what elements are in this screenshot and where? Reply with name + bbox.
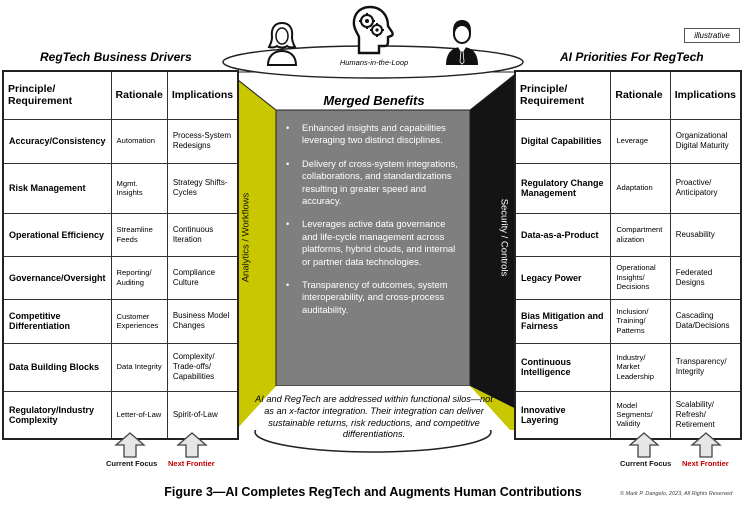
principle-cell: Regulatory Change Management (514, 162, 612, 214)
implications-cell: Business Model Changes (166, 298, 239, 344)
rationale-cell: Industry/ Market Leadership (610, 342, 671, 392)
header-principle: Principle/ Requirement (2, 70, 112, 120)
figure-caption: Figure 3—AI Completes RegTech and Augmen… (164, 485, 582, 499)
benefit-item: Leverages active data governance and lif… (286, 218, 462, 268)
ai-priorities-table: Principle/ Requirement Rationale Implica… (514, 70, 742, 440)
rationale-cell: Letter-of-Law (110, 390, 168, 440)
woman-person-icon (266, 21, 298, 66)
header-rationale: Rationale (610, 70, 671, 120)
right-dark-wall (470, 72, 518, 410)
table-row: Data Building Blocks Data Integrity Comp… (2, 342, 239, 392)
rationale-cell: Leverage (610, 118, 671, 164)
implications-cell: Strategy Shifts-Cycles (166, 162, 239, 214)
businessman-icon (446, 20, 478, 65)
right-panel-title: AI Priorities For RegTech (560, 50, 704, 64)
header-implications: Implications (669, 70, 742, 120)
benefit-item: Delivery of cross-system integrations, c… (286, 158, 462, 208)
table-row: Accuracy/Consistency Automation Process-… (2, 118, 239, 164)
principle-cell: Regulatory/Industry Complexity (2, 390, 112, 440)
principle-cell: Risk Management (2, 162, 112, 214)
rationale-cell: Customer Experiences (110, 298, 168, 344)
table-row: Operational Efficiency Streamline Feeds … (2, 212, 239, 257)
rationale-cell: Adaptation (610, 162, 671, 214)
principle-cell: Accuracy/Consistency (2, 118, 112, 164)
rationale-cell: Inclusion/ Training/ Patterns (610, 298, 671, 344)
principle-cell: Operational Efficiency (2, 212, 112, 257)
brain-gears-head-icon (352, 5, 394, 55)
bottom-note-band (236, 386, 510, 430)
principle-cell: Continuous Intelligence (514, 342, 612, 392)
rationale-cell: Model Segments/ Validity (610, 390, 671, 440)
header-rationale: Rationale (110, 70, 168, 120)
table-header-row: Principle/ Requirement Rationale Implica… (2, 70, 239, 120)
principle-cell: Governance/Oversight (2, 255, 112, 300)
up-arrow-icon (690, 432, 722, 458)
principle-cell: Legacy Power (514, 255, 612, 300)
principle-cell: Bias Mitigation and Fairness (514, 298, 612, 344)
rationale-cell: Mgmt. Insights (110, 162, 168, 214)
principle-cell: Digital Capabilities (514, 118, 612, 164)
up-arrow-icon (628, 432, 660, 458)
implications-cell: Proactive/ Anticipatory (669, 162, 742, 214)
table-row: Innovative Layering Model Segments/ Vali… (514, 390, 742, 440)
next-frontier-label: Next Frontier (168, 459, 215, 468)
security-controls-label: Security / Controls (498, 198, 510, 277)
rationale-cell: Operational Insights/ Decisions (610, 255, 671, 300)
integration-note: AI and RegTech are addressed within func… (255, 394, 493, 440)
table-row: Risk Management Mgmt. Insights Strategy … (2, 162, 239, 214)
header-principle: Principle/ Requirement (514, 70, 612, 120)
principle-cell: Innovative Layering (514, 390, 612, 440)
implications-cell: Federated Designs (669, 255, 742, 300)
rationale-cell: Automation (110, 118, 168, 164)
table-row: Legacy Power Operational Insights/ Decis… (514, 255, 742, 300)
implications-cell: Complexity/ Trade-offs/ Capabilities (166, 342, 239, 392)
principle-cell: Competitive Differentiation (2, 298, 112, 344)
table-header-row: Principle/ Requirement Rationale Implica… (514, 70, 742, 120)
left-olive-wall (228, 72, 276, 400)
implications-cell: Cascading Data/Decisions (669, 298, 742, 344)
principle-cell: Data Building Blocks (2, 342, 112, 392)
implications-cell: Transparency/ Integrity (669, 342, 742, 392)
rationale-cell: Data Integrity (110, 342, 168, 392)
implications-cell: Compliance Culture (166, 255, 239, 300)
analytics-workflows-label: Analytics / Workflows (240, 192, 252, 283)
principle-cell: Data-as-a-Product (514, 212, 612, 257)
rationale-cell: Compartment alization (610, 212, 671, 257)
table-row: Data-as-a-Product Compartment alization … (514, 212, 742, 257)
up-arrow-icon (114, 432, 146, 458)
table-row: Regulatory/Industry Complexity Letter-of… (2, 390, 239, 440)
implications-cell: Scalability/ Refresh/ Retirement (669, 390, 742, 440)
benefit-item: Enhanced insights and capabilities lever… (286, 122, 462, 147)
table-row: Bias Mitigation and Fairness Inclusion/ … (514, 298, 742, 344)
left-panel-title: RegTech Business Drivers (40, 50, 192, 64)
implications-cell: Continuous Iteration (166, 212, 239, 257)
table-row: Governance/Oversight Reporting/ Auditing… (2, 255, 239, 300)
header-implications: Implications (166, 70, 239, 120)
current-focus-label: Current Focus (106, 459, 158, 468)
next-frontier-label: Next Frontier (682, 459, 729, 468)
table-row: Competitive Differentiation Customer Exp… (2, 298, 239, 344)
rationale-cell: Streamline Feeds (110, 212, 168, 257)
benefit-item: Transparency of outcomes, system interop… (286, 279, 462, 316)
implications-cell: Spirit-of-Law (166, 390, 239, 440)
implications-cell: Reusability (669, 212, 742, 257)
merged-benefits-title: Merged Benefits (323, 93, 425, 108)
implications-cell: Organizational Digital Maturity (669, 118, 742, 164)
illustrative-tag: illustrative (684, 28, 740, 43)
table-row: Digital Capabilities Leverage Organizati… (514, 118, 742, 164)
humans-in-the-loop-label: Humans-in-the-Loop (339, 58, 409, 67)
table-row: Regulatory Change Management Adaptation … (514, 162, 742, 214)
rationale-cell: Reporting/ Auditing (110, 255, 168, 300)
regtech-drivers-table: Principle/ Requirement Rationale Implica… (2, 70, 240, 440)
current-focus-label: Current Focus (620, 459, 672, 468)
copyright-note: © Mark P. Dangelo, 2023, All Rights Rese… (620, 491, 733, 497)
up-arrow-icon (176, 432, 208, 458)
implications-cell: Process-System Redesigns (166, 118, 239, 164)
merged-benefits-list: Enhanced insights and capabilities lever… (286, 122, 462, 327)
table-row: Continuous Intelligence Industry/ Market… (514, 342, 742, 392)
